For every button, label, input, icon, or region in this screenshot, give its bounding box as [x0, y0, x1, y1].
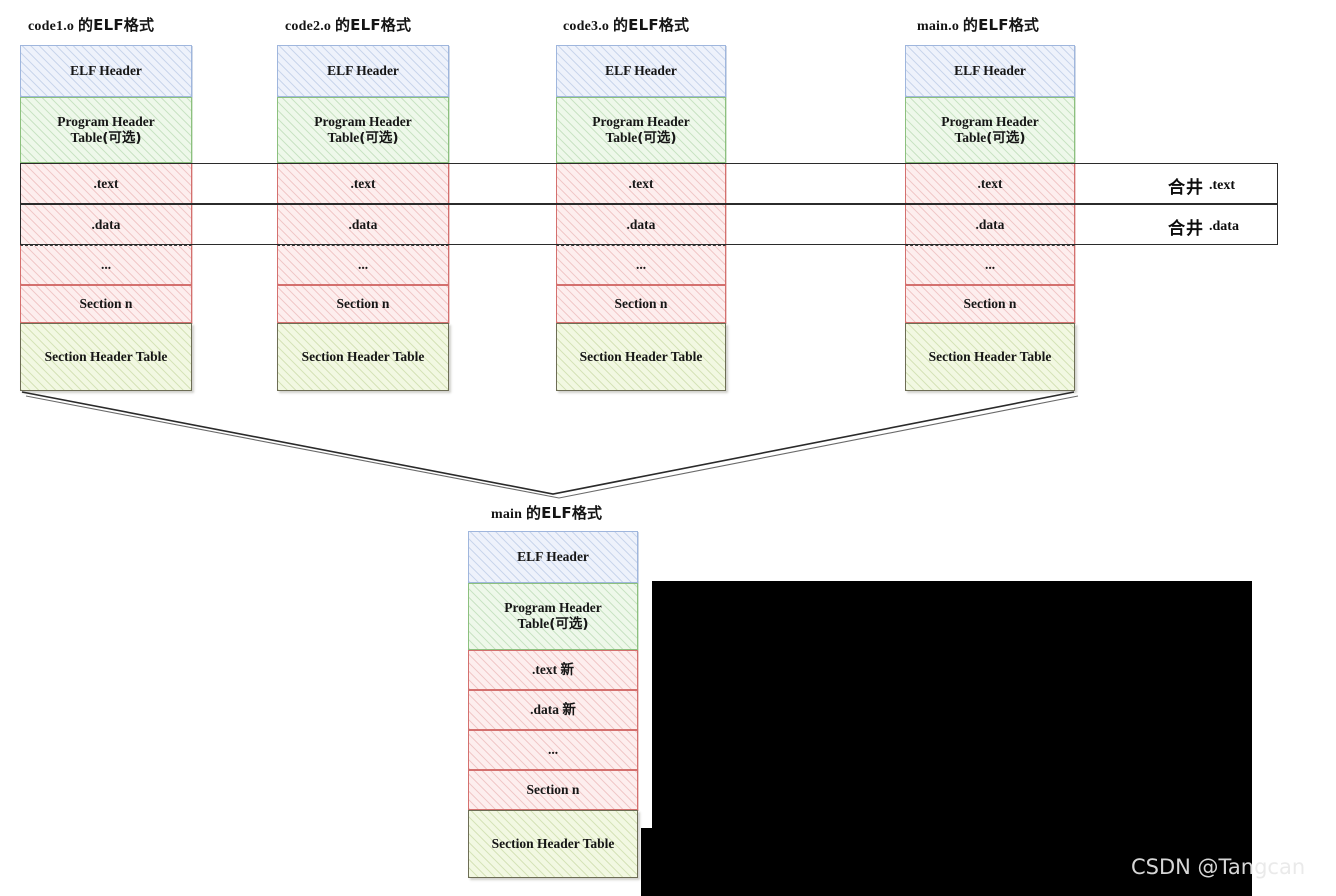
block-code3-ellipsis: ...	[556, 245, 726, 285]
block-code2-text: .text	[277, 163, 449, 204]
block-code2-section-header-table: Section Header Table	[277, 323, 449, 391]
block-main-o-ellipsis: ...	[905, 245, 1075, 285]
block-code2-elf-header: ELF Header	[277, 45, 449, 97]
block-code2-section-n: Section n	[277, 285, 449, 323]
block-code1-section-n: Section n	[20, 285, 192, 323]
block-main-section-n: Section n	[468, 770, 638, 810]
merge-label-data: 合井 .data	[1168, 218, 1239, 240]
column-title-code1: code1.o 的ELF格式	[28, 16, 155, 34]
occluder-upper	[652, 581, 1252, 828]
block-main-o-data: .data	[905, 204, 1075, 245]
block-main-ellipsis: ...	[468, 730, 638, 770]
column-title-code2: code2.o 的ELF格式	[285, 16, 412, 34]
watermark: CSDN @Tangcan	[1131, 855, 1306, 879]
block-main-o-text: .text	[905, 163, 1075, 204]
block-main-o-section-header-table: Section Header Table	[905, 323, 1075, 391]
merge-label-text: 合井 .text	[1168, 177, 1236, 199]
block-main-section-header-table: Section Header Table	[468, 810, 638, 878]
block-main-o-section-n: Section n	[905, 285, 1075, 323]
column-title-main-o: main.o 的ELF格式	[917, 16, 1040, 34]
block-code2-ellipsis: ...	[277, 245, 449, 285]
block-main-text-new: .text 新	[468, 650, 638, 690]
block-code1-ellipsis: ...	[20, 245, 192, 285]
block-code3-elf-header: ELF Header	[556, 45, 726, 97]
block-main-o-elf-header: ELF Header	[905, 45, 1075, 97]
block-main-data-new: .data 新	[468, 690, 638, 730]
block-code1-elf-header: ELF Header	[20, 45, 192, 97]
block-code3-text: .text	[556, 163, 726, 204]
block-code3-section-n: Section n	[556, 285, 726, 323]
block-code1-section-header-table: Section Header Table	[20, 323, 192, 391]
column-title-main: main 的ELF格式	[491, 504, 603, 522]
column-title-code3: code3.o 的ELF格式	[563, 16, 690, 34]
block-code3-section-header-table: Section Header Table	[556, 323, 726, 391]
occluder-lower	[641, 828, 1252, 896]
block-code2-data: .data	[277, 204, 449, 245]
block-main-elf-header: ELF Header	[468, 531, 638, 583]
